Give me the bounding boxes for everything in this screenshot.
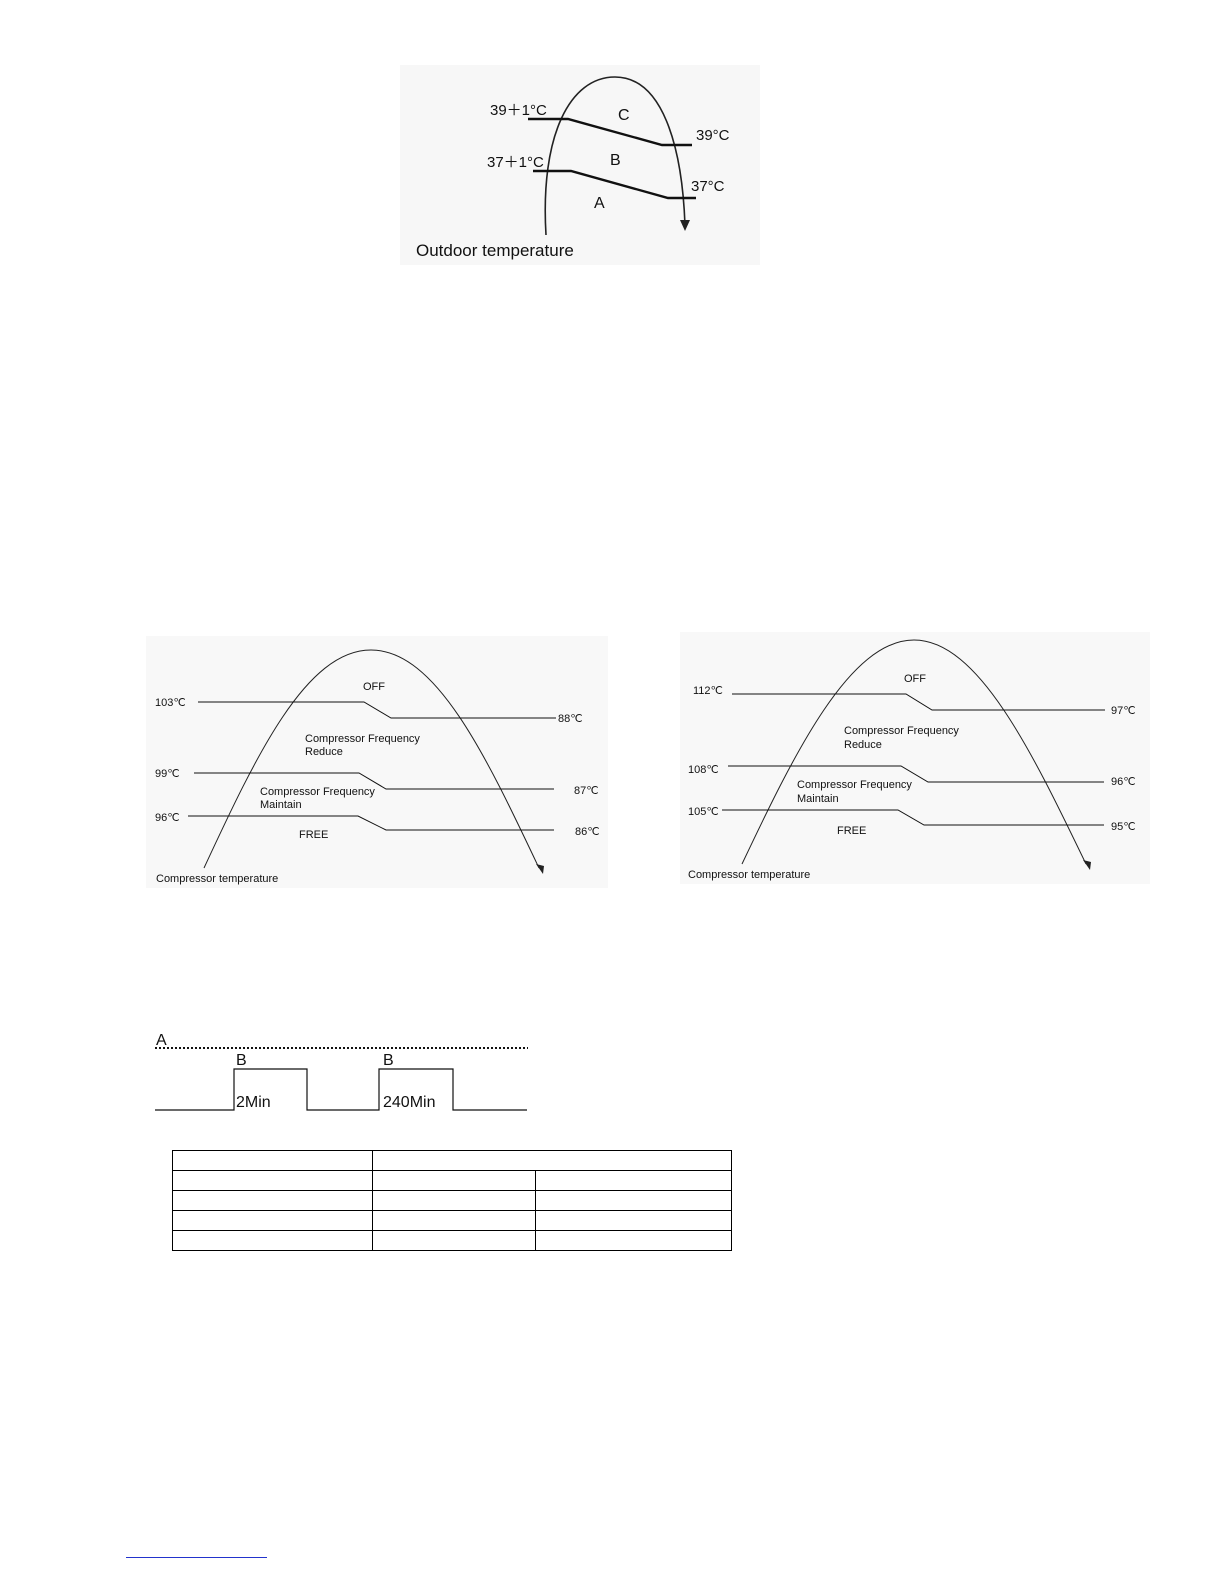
table-cell: [372, 1170, 536, 1191]
line-a-label: A: [156, 1032, 167, 1049]
pulse2-label: B: [383, 1052, 394, 1069]
compressor-axis-label: Compressor temperature: [688, 869, 810, 881]
outdoor-axis-label: Outdoor temperature: [416, 241, 574, 260]
reduce-threshold-line: [194, 772, 554, 790]
off-threshold-line: [732, 693, 1105, 711]
table-cell: [372, 1230, 536, 1251]
table-cell: [172, 1190, 373, 1211]
empty-table: [172, 1150, 732, 1251]
compressor-arrowhead: [536, 864, 544, 874]
reduce-label-line2: Reduce: [305, 746, 343, 758]
compressor-arrowhead: [1083, 860, 1091, 870]
upper-left-label: 39＋1°C: [490, 102, 547, 119]
lower-left-label: 37＋1°C: [487, 154, 544, 171]
maintain-label-line1: Compressor Frequency: [260, 786, 375, 798]
mid-right-temp: 96℃: [1111, 776, 1136, 788]
pulse-waveform: [155, 1068, 527, 1111]
table-row: [172, 1210, 732, 1231]
maintain-threshold-line: [722, 809, 1104, 826]
maintain-label-line2: Maintain: [797, 793, 839, 805]
pulse1-label: B: [236, 1052, 247, 1069]
high-right-temp: 88℃: [558, 713, 583, 725]
outdoor-temperature-diagram: 39＋1°C 39°C 37＋1°C 37°C C B A Outdoor te…: [400, 65, 760, 265]
table-row: [172, 1170, 732, 1191]
reduce-label-line1: Compressor Frequency: [305, 733, 420, 745]
reduce-label-line2: Reduce: [844, 739, 882, 751]
low-right-temp: 86℃: [575, 826, 600, 838]
table-cell: [172, 1150, 373, 1171]
timing-diagram: A B 2Min B 240Min: [155, 1032, 528, 1111]
table-row: [172, 1230, 732, 1251]
free-label: FREE: [837, 825, 866, 837]
maintain-threshold-line: [188, 815, 554, 831]
low-left-temp: 96℃: [155, 812, 180, 824]
table-row: [172, 1190, 732, 1211]
footer-link-underline[interactable]: [126, 1557, 267, 1558]
low-right-temp: 95℃: [1111, 821, 1136, 833]
table-row: [172, 1150, 732, 1171]
lower-right-label: 37°C: [691, 178, 725, 195]
upper-right-label: 39°C: [696, 127, 730, 144]
table-cell: [535, 1190, 732, 1211]
free-label: FREE: [299, 829, 328, 841]
table-cell: [372, 1150, 732, 1171]
low-left-temp: 105℃: [688, 806, 719, 818]
compressor-axis-label: Compressor temperature: [156, 873, 278, 885]
pulse1-duration: 2Min: [236, 1094, 271, 1111]
lower-hysteresis-line: [533, 169, 696, 200]
reduce-threshold-line: [728, 765, 1104, 783]
upper-hysteresis-line: [528, 117, 692, 147]
table-cell: [172, 1210, 373, 1231]
compressor-curve: [741, 639, 1087, 865]
high-left-temp: 103℃: [155, 697, 186, 709]
outdoor-curve: [544, 76, 686, 236]
outdoor-arrowhead: [680, 220, 690, 231]
maintain-label-line2: Maintain: [260, 799, 302, 811]
mid-right-temp: 87℃: [574, 785, 599, 797]
table-cell: [535, 1210, 732, 1231]
zone-c-label: C: [618, 107, 630, 124]
table-cell: [535, 1170, 732, 1191]
off-label: OFF: [363, 681, 385, 693]
high-left-temp: 112℃: [693, 685, 723, 697]
table-cell: [372, 1190, 536, 1211]
table-cell: [535, 1230, 732, 1251]
pulse2-duration: 240Min: [383, 1094, 435, 1111]
table-cell: [372, 1210, 536, 1231]
zone-a-label: A: [594, 195, 605, 212]
table-cell: [172, 1170, 373, 1191]
reduce-label-line1: Compressor Frequency: [844, 725, 959, 737]
mid-left-temp: 99℃: [155, 768, 180, 780]
maintain-label-line1: Compressor Frequency: [797, 779, 912, 791]
mid-left-temp: 108℃: [688, 764, 719, 776]
compressor-diagram-right: OFF Compressor Frequency Reduce Compress…: [680, 632, 1150, 884]
compressor-diagram-left: OFF Compressor Frequency Reduce Compress…: [146, 636, 608, 888]
compressor-curve: [203, 649, 540, 869]
table-cell: [172, 1230, 373, 1251]
off-label: OFF: [904, 673, 926, 685]
off-threshold-line: [198, 701, 556, 719]
zone-b-label: B: [610, 152, 621, 169]
high-right-temp: 97℃: [1111, 705, 1136, 717]
